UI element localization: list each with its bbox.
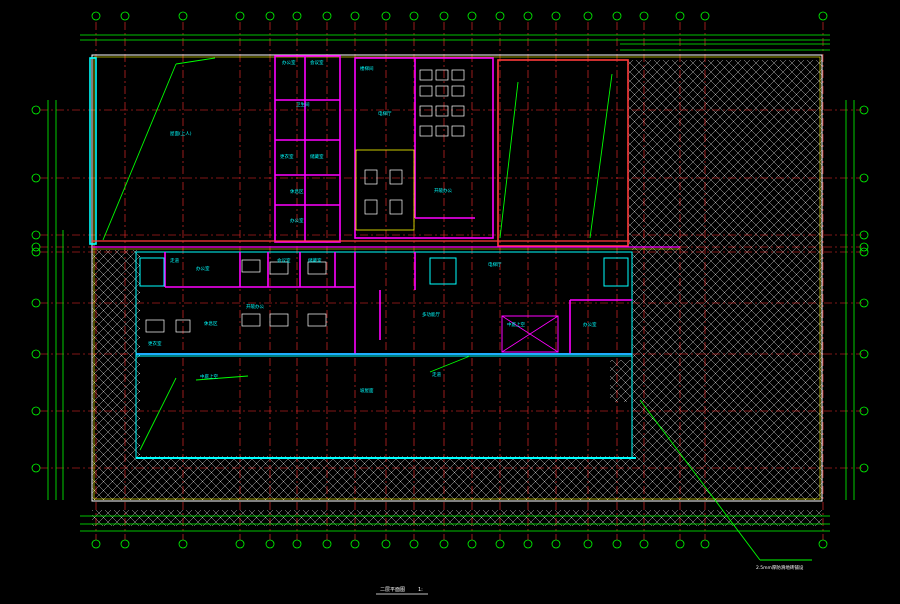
axis-bubble <box>31 298 41 308</box>
room-label: 更衣室 <box>148 340 162 347</box>
axis-bubble <box>523 539 533 549</box>
axis-bubble <box>700 11 710 21</box>
axis-bubble <box>235 539 245 549</box>
axis-bubble <box>700 539 710 549</box>
leader-lines <box>102 57 812 561</box>
axis-bubble <box>350 539 360 549</box>
axis-bubble <box>31 230 41 240</box>
axis-bubble <box>859 247 869 257</box>
room-label: 电梯厅 <box>488 261 502 268</box>
furniture-blocks <box>145 69 465 333</box>
axis-bubble <box>859 349 869 359</box>
axis-bubble <box>31 242 41 252</box>
axis-bubble <box>859 173 869 183</box>
axis-bubble <box>523 11 533 21</box>
axis-bubble <box>409 11 419 21</box>
axis-bubble <box>322 539 332 549</box>
room-label: 走道 <box>170 257 179 264</box>
axis-bubble <box>381 539 391 549</box>
drawing-title-block: 二层平面图 1: <box>376 587 428 595</box>
room-label: 办公室 <box>583 321 597 328</box>
dimension-lines <box>47 34 855 532</box>
axis-bubble <box>467 11 477 21</box>
axis-bubble <box>178 539 188 549</box>
axis-bubble <box>859 230 869 240</box>
building-outline <box>91 54 823 502</box>
room-label: 走道 <box>432 371 441 378</box>
axis-bubble <box>859 298 869 308</box>
axis-bubble <box>859 406 869 416</box>
axis-bubble <box>639 539 649 549</box>
axis-bubble <box>859 463 869 473</box>
axis-bubble <box>178 11 188 21</box>
structural-band <box>92 240 680 250</box>
room-label: 更衣室 <box>280 153 294 160</box>
axis-bubble <box>292 539 302 549</box>
axis-bubble <box>409 539 419 549</box>
axis-bubble <box>235 11 245 21</box>
room-label: 楼梯间 <box>360 65 374 72</box>
axis-bubble <box>31 173 41 183</box>
axis-bubble <box>265 539 275 549</box>
room-label: 坡屋面 <box>360 387 374 394</box>
axis-bubble <box>31 349 41 359</box>
upper-wing-walls <box>89 55 629 247</box>
axis-bubble <box>31 406 41 416</box>
room-label: 储藏室 <box>308 257 322 264</box>
room-labels: 屋面(上人) 办公室 会议室 卫生间 更衣室 储藏室 休息区 办公室 楼梯间 电… <box>148 59 597 394</box>
room-label: 屋面(上人) <box>170 130 192 137</box>
room-label: 会议室 <box>310 59 324 66</box>
axis-bubble <box>120 11 130 21</box>
axis-bubble <box>439 539 449 549</box>
axis-bubble <box>120 539 130 549</box>
axis-bubble <box>439 11 449 21</box>
axis-bubble <box>551 539 561 549</box>
drawing-scale: 1: <box>418 587 423 593</box>
axis-bubble <box>859 105 869 115</box>
axis-bubble <box>91 11 101 21</box>
axis-bubble <box>675 11 685 21</box>
room-label: 休息区 <box>290 188 304 195</box>
room-label: 中庭上空 <box>200 373 218 380</box>
axis-bubble <box>551 11 561 21</box>
room-label: 开敞办公 <box>434 187 452 194</box>
room-label: 多功能厅 <box>422 311 440 318</box>
room-label: 办公室 <box>196 265 210 272</box>
material-note: 2.5mm厚防滑地砖铺设 <box>756 564 804 571</box>
axis-bubble <box>31 247 41 257</box>
axis-bubble <box>91 539 101 549</box>
axis-bubble <box>381 11 391 21</box>
axis-bubble <box>322 11 332 21</box>
axis-bubble <box>675 539 685 549</box>
axis-bubble <box>292 11 302 21</box>
axis-bubble <box>818 11 828 21</box>
room-label: 储藏室 <box>310 153 324 160</box>
axis-bubble <box>31 463 41 473</box>
room-label: 休息区 <box>204 320 218 327</box>
axis-bubble <box>639 11 649 21</box>
room-label: 办公室 <box>290 217 304 224</box>
axis-bubble <box>495 539 505 549</box>
drawing-title: 二层平面图 <box>380 587 405 593</box>
axis-bubble <box>495 11 505 21</box>
axis-bubble <box>265 11 275 21</box>
room-label: 开敞办公 <box>246 303 264 310</box>
room-label: 办公室 <box>282 59 296 66</box>
axis-bubble <box>818 539 828 549</box>
axis-bubble <box>612 11 622 21</box>
room-label: 卫生间 <box>296 101 310 108</box>
axis-bubble <box>583 11 593 21</box>
room-label: 中庭上空 <box>507 321 525 328</box>
axis-bubble <box>612 539 622 549</box>
axis-bubble <box>467 539 477 549</box>
axis-bubble <box>31 105 41 115</box>
axis-bubble <box>350 11 360 21</box>
lower-wing-walls <box>135 251 636 459</box>
axis-bubble <box>583 539 593 549</box>
room-label: 会议室 <box>277 257 291 264</box>
axis-bubble <box>859 242 869 252</box>
room-label: 电梯厅 <box>378 110 392 117</box>
